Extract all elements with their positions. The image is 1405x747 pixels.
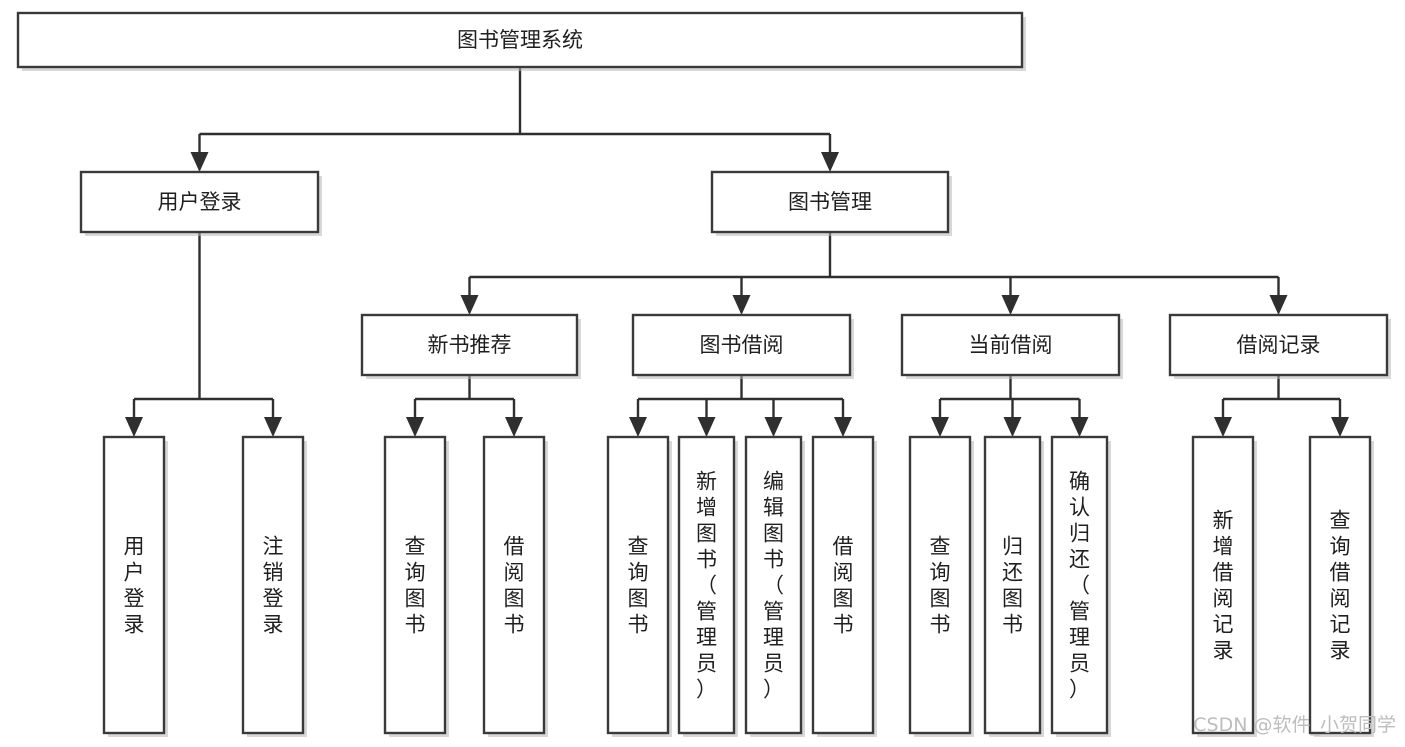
edge-group-new-book-rec <box>406 375 523 437</box>
edge-layer <box>125 67 1349 437</box>
node-rect[interactable] <box>900 313 1121 377</box>
node-label: 查询借阅记录 <box>1330 508 1351 662</box>
node-leaf-logout[interactable]: 注销登录 <box>241 435 307 737</box>
edge-group-user-login <box>125 232 282 437</box>
node-rect[interactable] <box>1308 435 1372 735</box>
arrow-head <box>697 417 716 437</box>
node-book-manage[interactable]: 图书管理 <box>710 170 952 236</box>
arrow-head <box>460 295 479 315</box>
node-label: 新书推荐 <box>428 333 512 357</box>
node-leaf-return-book[interactable]: 归还图书 <box>983 435 1044 737</box>
arrow-head <box>732 295 751 315</box>
node-leaf-query-book-current[interactable]: 查询图书 <box>908 435 974 737</box>
node-label: 借阅记录 <box>1237 333 1321 357</box>
node-rect[interactable] <box>482 435 546 735</box>
arrow-head <box>1003 417 1022 437</box>
node-rect[interactable] <box>811 435 875 735</box>
node-label: 用户登录 <box>158 190 242 214</box>
node-label: 注销登录 <box>263 534 284 636</box>
edge-group-root <box>190 67 839 172</box>
node-rect[interactable] <box>102 435 166 735</box>
arrow-head <box>1331 417 1349 437</box>
arrow-head <box>264 417 282 437</box>
node-user-login[interactable]: 用户登录 <box>79 170 322 236</box>
node-label: 借阅图书 <box>833 534 854 636</box>
node-leaf-add-book[interactable]: 新增图书（管理员） <box>677 435 738 737</box>
node-rect[interactable] <box>383 435 447 735</box>
node-rect[interactable] <box>1050 435 1109 735</box>
node-leaf-query-book-borrow[interactable]: 查询图书 <box>606 435 672 737</box>
node-label: 确认归还（管理员） <box>1069 469 1090 701</box>
node-layer: 图书管理系统用户登录图书管理新书推荐图书借阅当前借阅借阅记录用户登录注销登录查询… <box>16 11 1391 737</box>
node-label: 当前借阅 <box>969 333 1053 357</box>
node-book-borrow[interactable]: 图书借阅 <box>631 313 854 379</box>
node-current-borrow[interactable]: 当前借阅 <box>900 313 1123 379</box>
node-leaf-query-record[interactable]: 查询借阅记录 <box>1308 435 1374 737</box>
node-rect[interactable] <box>908 435 972 735</box>
edge-group-book-manage <box>460 232 1288 315</box>
arrow-head <box>821 152 839 172</box>
node-label: 查询图书 <box>930 534 951 636</box>
node-label: 图书管理 <box>788 190 872 214</box>
node-label: 编辑图书（管理员） <box>763 469 784 701</box>
node-rect[interactable] <box>79 170 320 234</box>
node-leaf-edit-book[interactable]: 编辑图书（管理员） <box>744 435 805 737</box>
node-leaf-borrow-book[interactable]: 借阅图书 <box>811 435 877 737</box>
arrow-head <box>505 417 523 437</box>
arrow-head <box>190 152 209 172</box>
edge-group-current-borrow <box>931 375 1089 437</box>
node-rect[interactable] <box>710 170 950 234</box>
node-label: 新增图书（管理员） <box>696 469 717 701</box>
arrow-head <box>125 417 143 437</box>
edge-group-book-borrow <box>629 375 852 437</box>
node-new-book-rec[interactable]: 新书推荐 <box>360 313 581 379</box>
node-label: 图书管理系统 <box>457 28 583 52</box>
arrow-head <box>629 417 647 437</box>
node-rect[interactable] <box>744 435 803 735</box>
node-rect[interactable] <box>16 11 1024 69</box>
node-borrow-record[interactable]: 借阅记录 <box>1168 313 1391 379</box>
arrow-head <box>1214 417 1232 437</box>
node-rect[interactable] <box>983 435 1042 735</box>
node-label: 借阅图书 <box>504 534 525 636</box>
node-leaf-borrow-book-rec[interactable]: 借阅图书 <box>482 435 548 737</box>
arrow-head <box>1001 295 1020 315</box>
arrow-head <box>1070 417 1089 437</box>
node-rect[interactable] <box>241 435 305 735</box>
node-label: 新增借阅记录 <box>1213 508 1234 662</box>
node-rect[interactable] <box>1191 435 1255 735</box>
node-rect[interactable] <box>1168 313 1389 377</box>
node-root[interactable]: 图书管理系统 <box>16 11 1026 71</box>
node-rect[interactable] <box>606 435 670 735</box>
arrow-head <box>931 417 949 437</box>
node-leaf-user-login[interactable]: 用户登录 <box>102 435 168 737</box>
arrow-head <box>1269 295 1288 315</box>
node-rect[interactable] <box>677 435 736 735</box>
csdn-watermark: CSDN @软件_小贺同学 <box>1193 714 1396 736</box>
node-rect[interactable] <box>360 313 579 377</box>
node-leaf-confirm-return[interactable]: 确认归还（管理员） <box>1050 435 1111 737</box>
arrow-head <box>764 417 783 437</box>
arrow-head <box>406 417 424 437</box>
node-rect[interactable] <box>631 313 852 377</box>
node-leaf-query-book-rec[interactable]: 查询图书 <box>383 435 449 737</box>
node-label: 查询图书 <box>628 534 649 636</box>
node-label: 图书借阅 <box>700 333 784 357</box>
edge-group-borrow-record <box>1214 375 1349 437</box>
node-label: 用户登录 <box>124 534 145 636</box>
node-label: 归还图书 <box>1002 534 1023 636</box>
arrow-head <box>834 417 852 437</box>
node-leaf-add-record[interactable]: 新增借阅记录 <box>1191 435 1257 737</box>
node-label: 查询图书 <box>405 534 426 636</box>
